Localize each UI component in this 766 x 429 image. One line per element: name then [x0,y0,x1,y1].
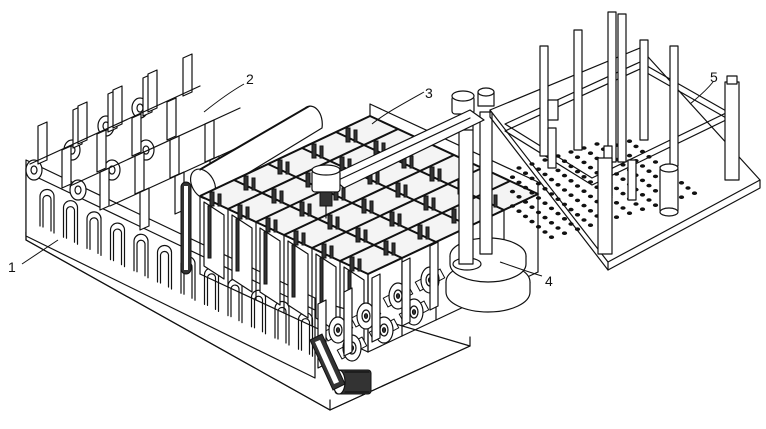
right-frame [504,11,740,255]
callout-leaders [21,81,714,277]
horizontal-arm [311,109,485,219]
callout-3: 3 [425,85,433,101]
lower-roller-stack [317,241,446,369]
drive-motor [309,333,372,395]
drive-belt-left [180,181,192,275]
callout-1: 1 [8,259,16,275]
side-frame [25,159,316,379]
support-column [451,87,495,265]
callout-5: 5 [710,69,718,85]
roller-drum [189,105,323,200]
callout-2: 2 [246,71,254,87]
callout-4: 4 [545,273,553,289]
